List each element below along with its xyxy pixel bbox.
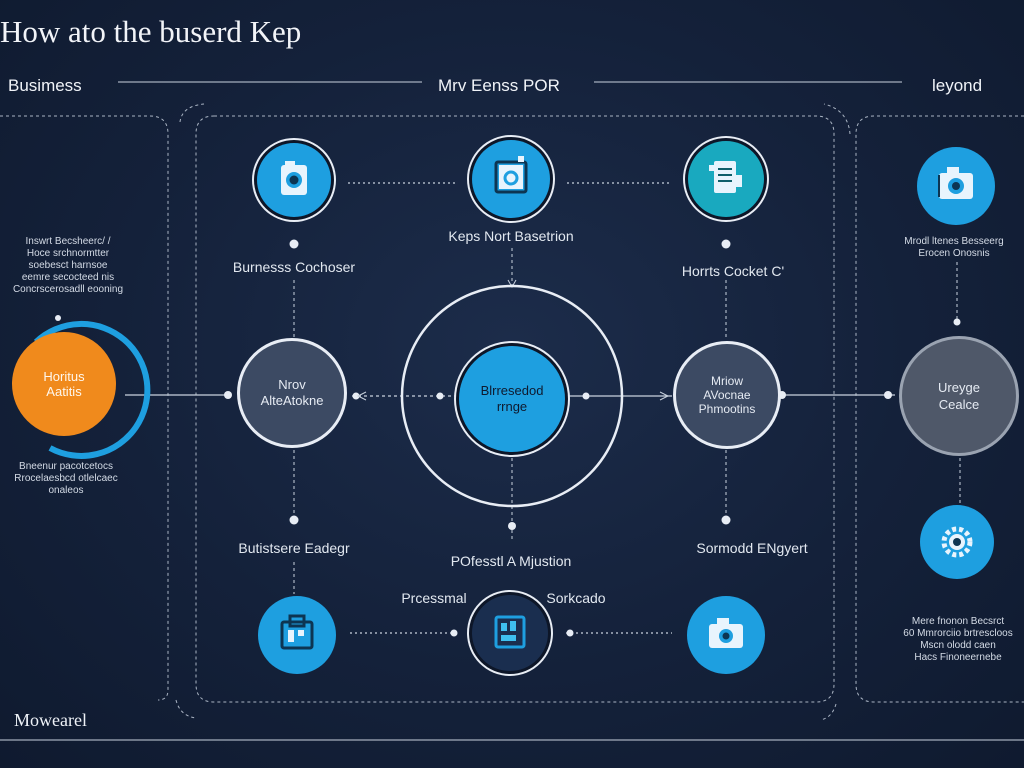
section-title-center: Mrv Eenss POR [438, 76, 560, 95]
section-title-left: Busimess [8, 76, 82, 95]
node-left-dark-label: Nrov AlteAtokne [260, 377, 324, 408]
node-right-gray[interactable]: Ureyge Cealce [902, 339, 1016, 453]
node-right-dark[interactable]: Mriow AVocnae Phmootins [676, 344, 778, 446]
node-center-label: Blrresedod rrnge [480, 383, 544, 414]
gear-icon [941, 526, 973, 558]
camera-icon [709, 618, 743, 648]
label-pofesstl: POfesstl A Mjustion [450, 553, 572, 569]
image-icon [494, 156, 528, 194]
label-hornts-cocket: Horrts Cocket C' [681, 263, 785, 279]
node-top-center[interactable] [472, 140, 550, 218]
node-bottom-left[interactable] [258, 596, 336, 674]
node-top-left[interactable] [257, 143, 331, 217]
footer-label: Mowearel [14, 710, 87, 730]
node-center-hub[interactable]: Blrresedod rrnge [459, 346, 565, 452]
label-keps: Keps Nort Basetrion [448, 228, 574, 244]
label-sormodd: Sormodd ENgyert [696, 540, 808, 556]
page-title: How ato the buserd Kep [0, 14, 302, 49]
clipboard-icon [280, 614, 314, 650]
node-orange[interactable]: Horitus Aatitis [12, 332, 116, 436]
node-right-top[interactable] [917, 147, 995, 225]
node-right-lower[interactable] [920, 505, 994, 579]
note-right-top: Mrodl ltenes Besseerg Erocen Onosnis [904, 236, 1004, 259]
node-right-dark-label: Mriow AVocnae Phmootins [698, 374, 756, 416]
node-right-gray-label: Ureyge Cealce [938, 380, 980, 412]
label-business-cochoser: Burnesss Cochoser [232, 259, 356, 275]
chart-icon [494, 615, 526, 649]
note-right-bottom: Mere fnonon Becsrct 60 Mmrorciio brtresc… [903, 616, 1013, 663]
node-orange-label: Horitus Aatitis [43, 369, 85, 399]
label-business-eadegr: Butistsere Eadegr [238, 540, 350, 556]
section-title-right: leyond [932, 76, 983, 95]
node-top-right[interactable] [688, 141, 764, 217]
node-bottom-right[interactable] [687, 596, 765, 674]
document-icon [709, 161, 742, 193]
label-professmal: Prcessmal [401, 590, 467, 606]
note-left-bottom: Bneenur pacotcetocs Rrocelaesbcd otlelca… [14, 461, 118, 496]
camera-icon [938, 167, 973, 199]
note-left-top: Inswrt Becsheerc/ / Hoce srchnormtter so… [12, 236, 124, 295]
label-sorkcado: Sorkcado [546, 590, 606, 606]
node-bottom-center[interactable] [472, 595, 548, 671]
node-left-dark[interactable]: Nrov AlteAtokne [240, 341, 344, 445]
camera-icon [281, 161, 307, 195]
